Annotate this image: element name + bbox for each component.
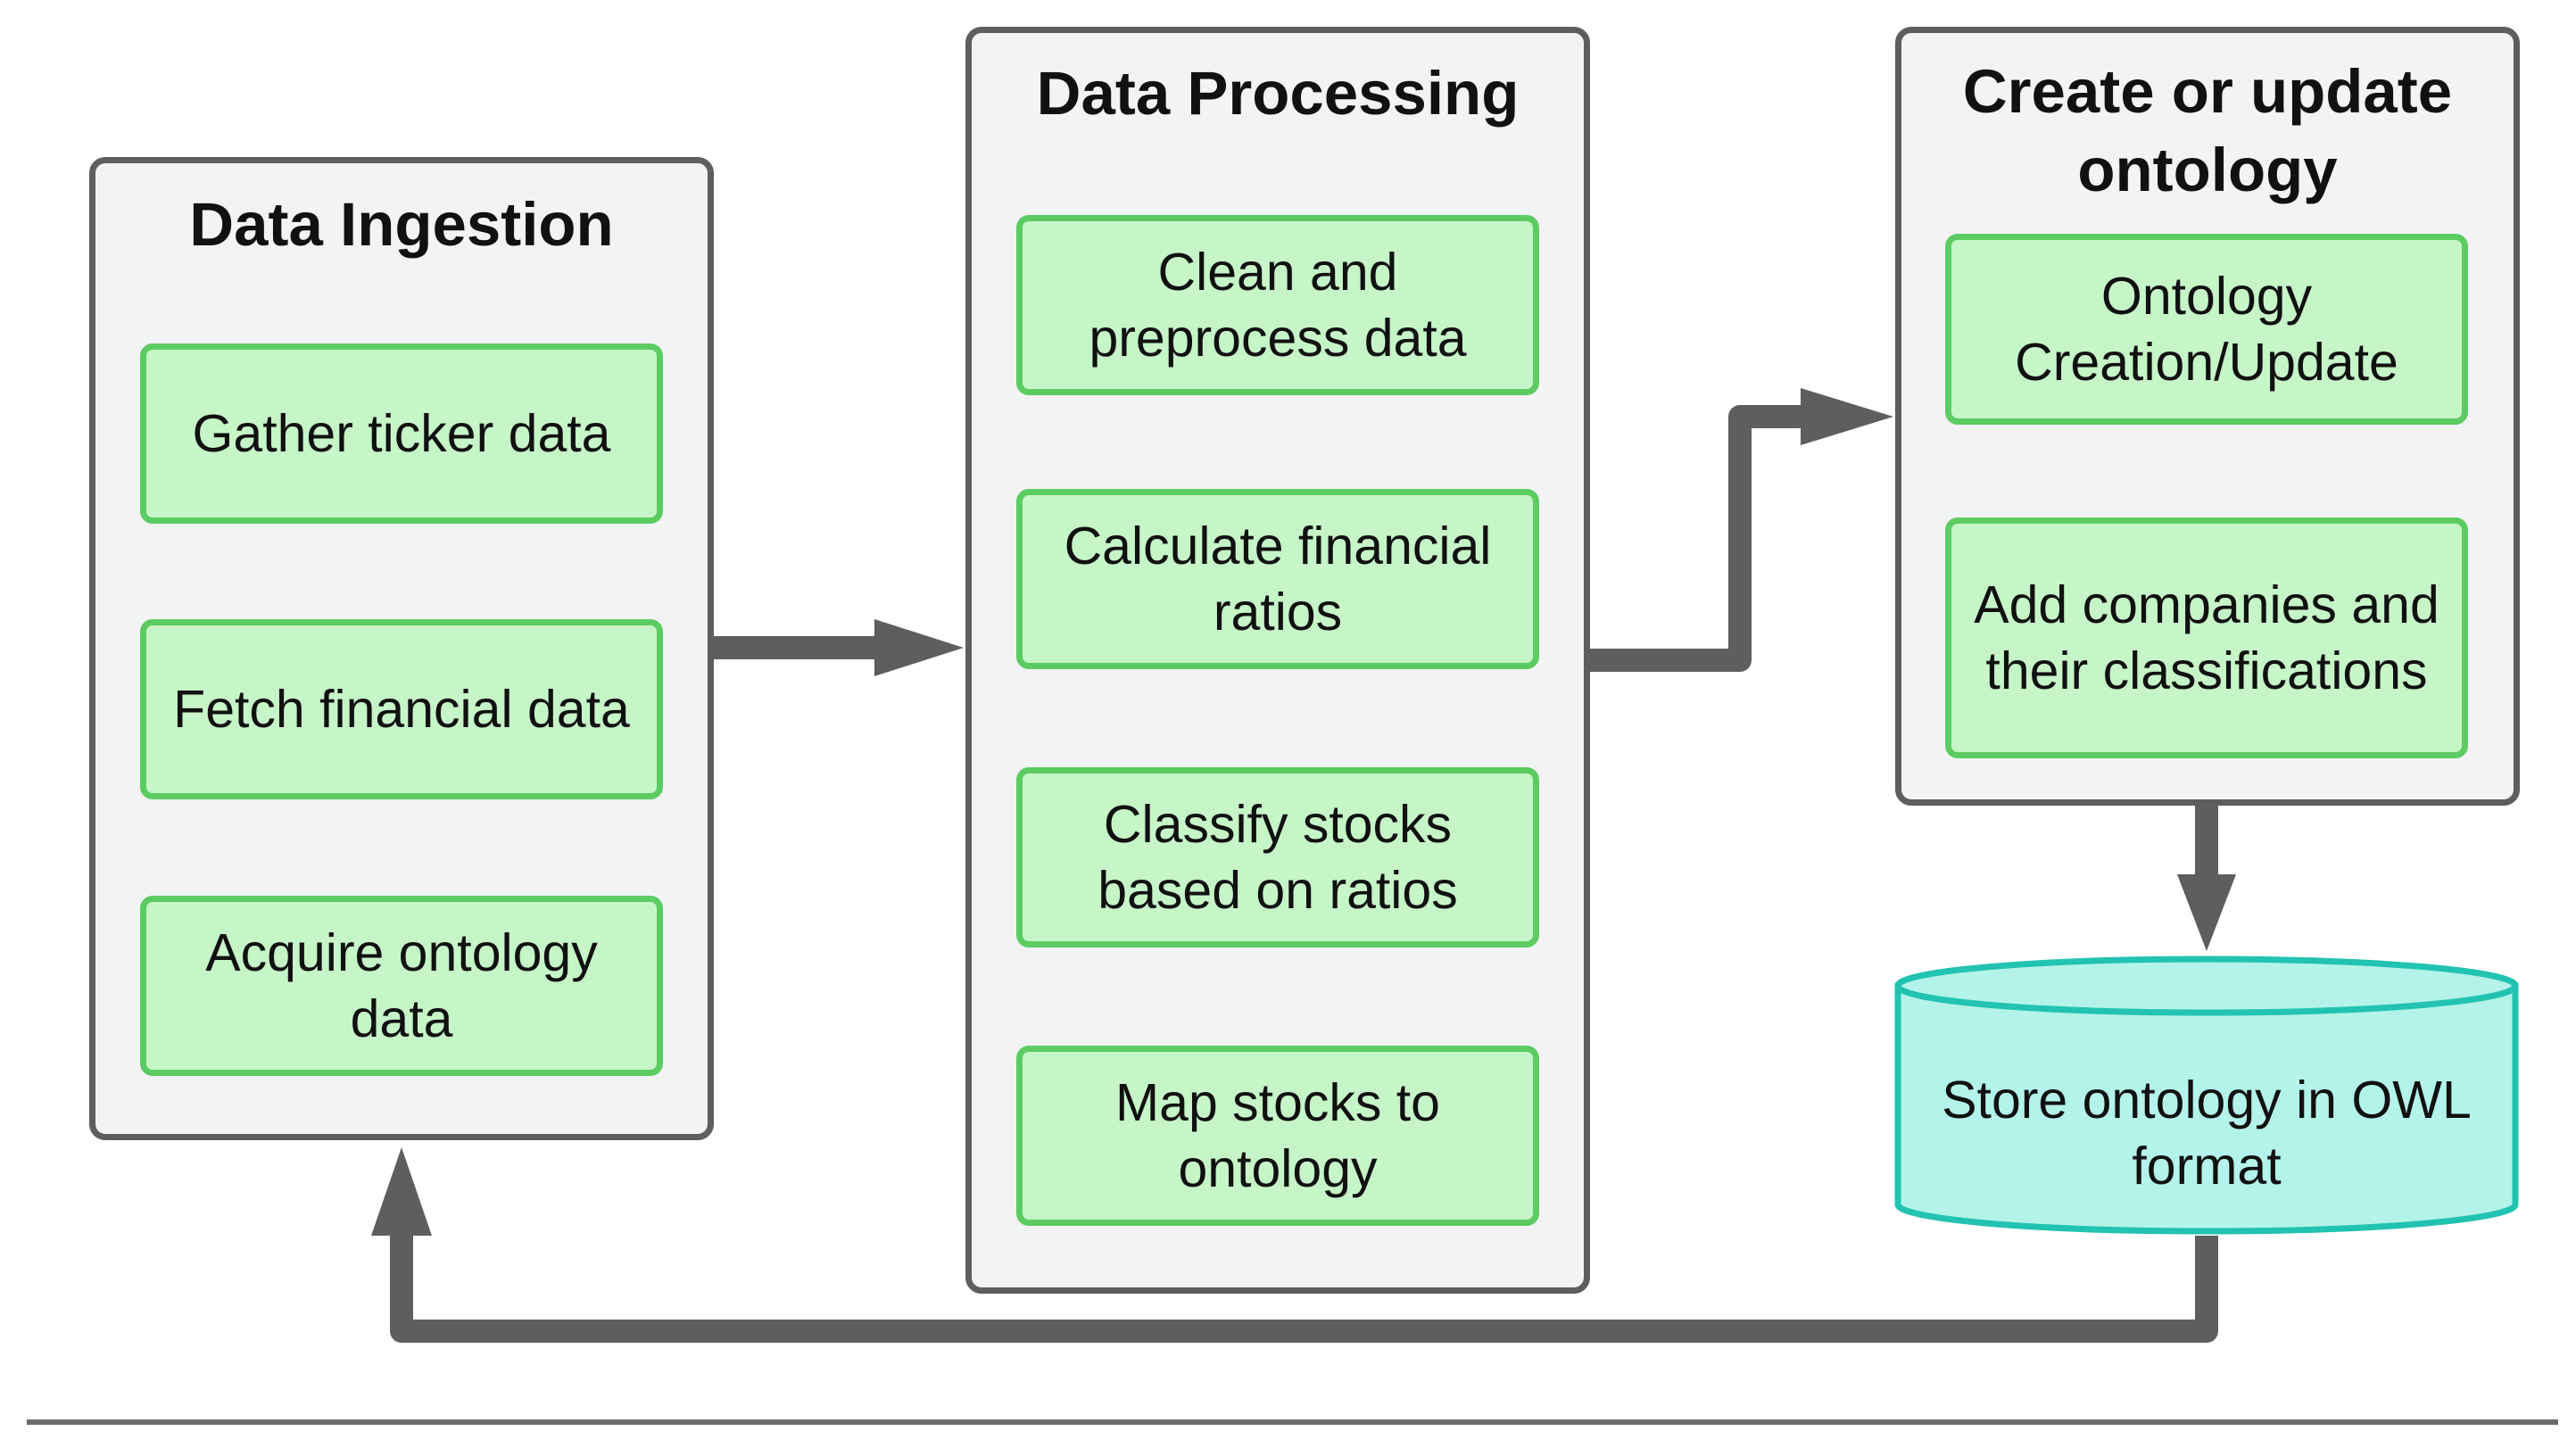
arrowhead-into-processing bbox=[874, 619, 964, 676]
panel-title-line1: Create or update bbox=[1962, 57, 2453, 126]
bottom-divider bbox=[27, 1419, 2558, 1425]
step-calculate-ratios: Calculate financial ratios bbox=[1016, 489, 1539, 669]
arrow-storage-to-ingestion bbox=[390, 1231, 2218, 1343]
step-clean-preprocess: Clean and preprocess data bbox=[1016, 215, 1539, 395]
step-label: Add companies and their classifications bbox=[1974, 575, 2439, 700]
step-ontology-creation-update: Ontology Creation/Update bbox=[1945, 234, 2468, 425]
step-label: Calculate financial ratios bbox=[1064, 517, 1492, 641]
step-label: Acquire ontology data bbox=[205, 923, 598, 1048]
step-map-stocks: Map stocks to ontology bbox=[1016, 1046, 1539, 1226]
step-label: Ontology Creation/Update bbox=[2015, 267, 2398, 392]
step-label: Gather ticker data bbox=[192, 404, 611, 463]
step-label: Clean and preprocess data bbox=[1089, 243, 1467, 368]
arrow-processing-to-ontology bbox=[1588, 405, 1802, 672]
database-label: Store ontology in OWL format bbox=[1909, 1017, 2504, 1249]
panel-title-line2: ontology bbox=[2077, 136, 2338, 204]
database-cylinder bbox=[1894, 956, 2519, 1235]
step-acquire-ontology-data: Acquire ontology data bbox=[140, 896, 663, 1076]
database-top bbox=[1894, 956, 2519, 1016]
step-gather-ticker-data: Gather ticker data bbox=[140, 343, 663, 524]
arrowhead-into-ontology bbox=[1801, 388, 1893, 445]
step-label: Map stocks to ontology bbox=[1115, 1073, 1440, 1198]
panel-title-data-processing: Data Processing bbox=[1036, 59, 1520, 128]
step-label: Fetch financial data bbox=[173, 680, 630, 739]
database-body bbox=[1894, 982, 2519, 1235]
step-classify-stocks: Classify stocks based on ratios bbox=[1016, 767, 1539, 947]
arrowhead-into-ingestion bbox=[371, 1147, 432, 1236]
arrowhead-into-storage bbox=[2177, 874, 2236, 951]
step-add-companies: Add companies and their classifications bbox=[1945, 517, 2468, 758]
step-fetch-financial-data: Fetch financial data bbox=[140, 619, 663, 799]
database-label-text: Store ontology in OWL format bbox=[1942, 1071, 2472, 1196]
panel-title-data-ingestion: Data Ingestion bbox=[189, 190, 614, 259]
step-label: Classify stocks based on ratios bbox=[1097, 795, 1458, 920]
